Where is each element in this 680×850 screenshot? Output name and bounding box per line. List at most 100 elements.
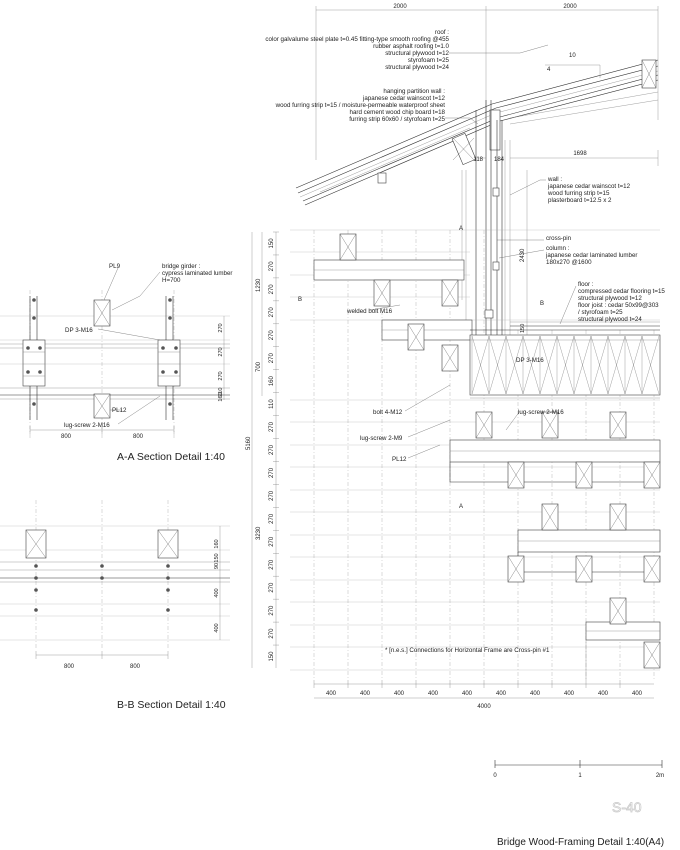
main-vdim-6: 160 (269, 375, 275, 386)
roof-note-1: color galvalume steel plate t=0.45 fitti… (265, 36, 449, 43)
joist-box-12 (609, 503, 627, 531)
floor-note-2: structural plywood t=12 (578, 295, 642, 302)
floor-notes: floor : compressed cedar flooring t=15 s… (559, 281, 665, 325)
roof-notes: roof : color galvalume steel plate t=0.4… (265, 29, 449, 71)
joist-box-6 (541, 411, 559, 439)
pl12-main-label: PL12 (392, 456, 407, 463)
dp-main-label: DP 3-M16 (516, 357, 544, 364)
girder-note-1: cypress laminated lumber (162, 270, 233, 277)
welded-bolt-label: welded bolt M16 (346, 308, 393, 315)
joist-box-14 (575, 555, 593, 583)
lug-left-label: lug-screw 2-M16 (64, 422, 110, 429)
main-joist-boxes (339, 233, 661, 669)
bb-dim-right: 800 (130, 664, 141, 670)
bb-section-title: B-B Section Detail 1:40 (117, 699, 226, 711)
column-notes: column : japanese cedar laminated lumber… (498, 245, 638, 266)
cut-b-right: B (540, 301, 544, 307)
bottom-dim-5: 400 (496, 691, 507, 697)
aa-bolt-2 (168, 298, 172, 302)
roof-section: 10 4 (295, 53, 659, 206)
bolt-label: bolt 4-M12 (373, 409, 403, 416)
roof-note-5: structural plywood t=24 (385, 64, 449, 71)
aa-bolt-0 (32, 298, 36, 302)
bb-bolt-3 (100, 564, 104, 568)
joist-box-16 (609, 597, 627, 625)
wall-note-2: wood furring strip t=15 (547, 190, 610, 197)
aa-bolt-3 (168, 316, 172, 320)
joist-box-11 (541, 503, 559, 531)
bottom-dim-9: 400 (632, 691, 643, 697)
joist-box-5 (475, 411, 493, 439)
bb-vdim-3: 400 (214, 588, 220, 597)
aa-bolt-13 (174, 370, 178, 374)
main-vdim-11: 270 (269, 490, 275, 501)
brace-b-5 (556, 335, 575, 395)
aa-vdim-2: 270 (218, 371, 224, 380)
column-note-0: column : (546, 245, 570, 252)
main-vdim-3: 270 (269, 307, 275, 318)
main-vdim-13: 270 (269, 536, 275, 547)
aa-bolt-9 (174, 346, 178, 350)
bb-vdim-4: 400 (214, 623, 220, 632)
aa-bolt-5 (168, 402, 172, 406)
cut-a-bottom: A (459, 504, 463, 510)
cut-a-top: A (459, 226, 463, 232)
partition-note-1: japanese cedar wainscot t=12 (362, 95, 446, 102)
sheet-mark: S-40 (612, 799, 642, 815)
main-vdim-8: 270 (269, 421, 275, 432)
main-vdim-9: 270 (269, 444, 275, 455)
aa-bolt-10 (26, 370, 30, 374)
wall-note-1: japanese cedar wainscot t=12 (547, 183, 631, 190)
scale-bar: 0 1 2m (493, 760, 664, 779)
aa-vdim-3: 110 (218, 388, 224, 397)
floor-note-4: / styrofoam t=25 (578, 309, 623, 316)
partition-note-3: hard cement wood chip board t=18 (350, 109, 446, 116)
aa-bolt-11 (38, 370, 42, 374)
main-vdim-0: 150 (269, 238, 275, 249)
aa-bolt-12 (161, 370, 165, 374)
main-vdim-5: 270 (269, 353, 275, 364)
main-vdim-18: 150 (269, 651, 275, 662)
bb-bolt-8 (34, 608, 38, 612)
slope-10-label: 10 (569, 53, 576, 59)
aa-section: 800 800 PL9 bridge girder : cypress lami… (0, 263, 233, 440)
cross-pin-label: cross-pin (497, 235, 572, 242)
dim-700: 700 (256, 361, 262, 372)
slope-4-label: 4 (547, 67, 551, 73)
lug-main-label: lug-screw 2-M16 (518, 409, 564, 416)
top-dim-right: 2000 (563, 4, 577, 10)
brace-b-10 (641, 335, 660, 395)
floor-note-1: compressed cedar flooring t=15 (578, 288, 665, 295)
column-note-1: japanese cedar laminated lumber (545, 252, 638, 259)
main-vdim-15: 270 (269, 582, 275, 593)
joist-box-2 (407, 323, 425, 351)
main-vertical-dim-ticks: 1502702702702702701601102702702702702702… (269, 231, 279, 662)
joist-box-17 (643, 641, 661, 669)
floor-note-0: floor : (578, 281, 594, 288)
scale-1: 1 (578, 773, 582, 779)
joist-box-0 (339, 233, 357, 261)
joist-box-7 (609, 411, 627, 439)
top-dimension-line: 2000 2000 (315, 4, 659, 160)
main-callouts: welded bolt M16 DP 3-M16 bolt 4-M12 lug-… (346, 304, 564, 463)
bottom-dim-3: 400 (428, 691, 439, 697)
brace-b-7 (590, 335, 609, 395)
bb-bolts (34, 564, 170, 612)
aa-bolt-7 (38, 346, 42, 350)
bb-bolt-0 (34, 564, 38, 568)
aa-vdim-1: 270 (218, 347, 224, 356)
bottom-dim-8: 400 (598, 691, 609, 697)
aa-bolt-1 (32, 316, 36, 320)
partition-notes: hanging partition wall : japanese cedar … (275, 88, 446, 123)
joist-box-1 (373, 279, 391, 307)
main-vdim-12: 270 (269, 513, 275, 524)
bb-bolt-1 (34, 576, 38, 580)
aa-bolt-8 (161, 346, 165, 350)
aa-section-title: A-A Section Detail 1:40 (117, 451, 225, 463)
bottom-dim-2: 400 (394, 691, 405, 697)
bb-vdim-0: 160 (214, 539, 220, 548)
column-note-2: 180x270 @1600 (546, 259, 592, 266)
bb-dim-left: 800 (64, 664, 75, 670)
